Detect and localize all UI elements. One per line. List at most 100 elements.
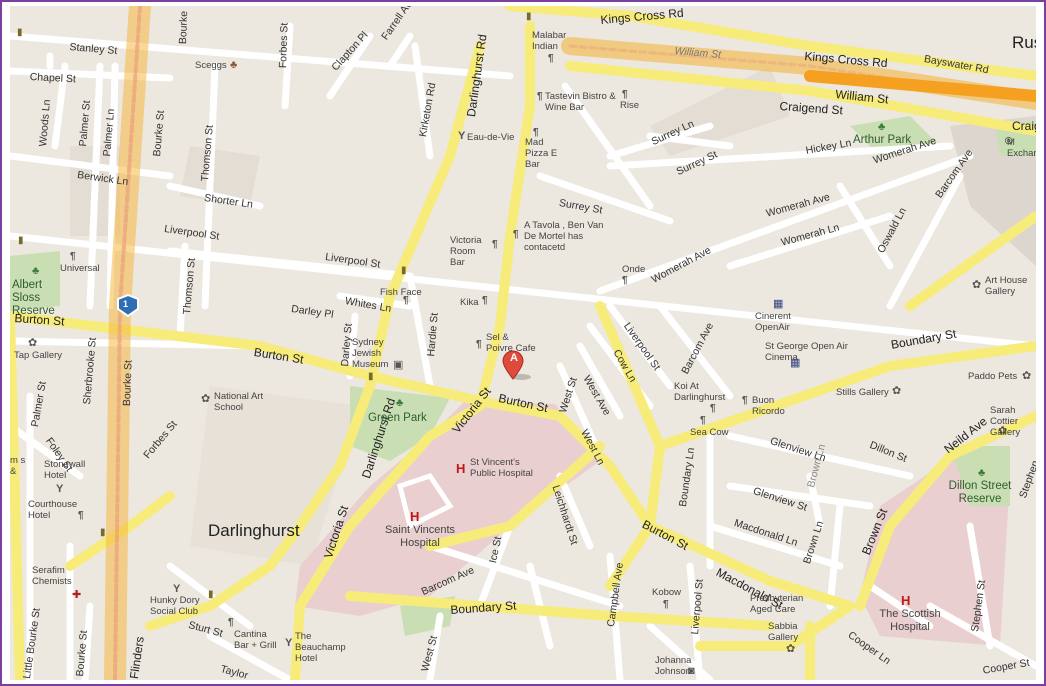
poi-serafim-chemists[interactable]: Serafim Chemists [32, 565, 72, 587]
poi-a-tavola[interactable]: A Tavola , Ben Van De Mortel has contace… [524, 220, 604, 253]
street-forbes-st: Forbes St [277, 22, 291, 69]
route-shield-label: 1 [123, 299, 129, 309]
street-craig: Craig [1012, 119, 1036, 133]
restaurant-icon: ¶ [700, 415, 706, 426]
hospital-icon: H [901, 593, 911, 608]
gallery-icon: ✿ [972, 279, 982, 291]
bar-icon: Y [173, 583, 181, 595]
poi-cinerent[interactable]: Cinerent OpenAir [755, 311, 791, 333]
traffic-light-icon: ▮ [17, 27, 23, 38]
poi-koi[interactable]: Koi At Darlinghurst [674, 381, 726, 403]
park-icon: ♣ [978, 467, 986, 479]
poi-hunky-dory[interactable]: Hunky Dory Social Club [150, 595, 200, 617]
poi-presbyterian-aged-care[interactable]: Presbyterian Aged Care [750, 593, 804, 615]
poi-universal[interactable]: Universal [60, 263, 100, 274]
restaurant-icon: ¶ [742, 395, 748, 406]
poi-sabbia-gallery[interactable]: Sabbia Gallery [768, 621, 799, 643]
shop-icon: ✿ [1022, 370, 1032, 382]
suburb-rus: Rus [1012, 33, 1036, 52]
restaurant-icon: ¶ [710, 403, 716, 414]
gallery-icon: ✿ [28, 337, 38, 349]
hospital-icon: H [410, 509, 420, 524]
restaurant-icon: ¶ [476, 339, 482, 350]
gallery-icon: ✿ [892, 385, 902, 397]
park-arthur-park[interactable]: Arthur Park [853, 134, 912, 146]
traffic-light-icon: ▮ [401, 265, 407, 276]
restaurant-icon: ¶ [78, 510, 84, 521]
traffic-light-icon: ▮ [208, 589, 214, 600]
park-icon: ♣ [878, 121, 886, 133]
gallery-icon: ✿ [786, 643, 796, 655]
park-albert-sloss[interactable]: Albert Sloss Reserve [12, 279, 55, 318]
location-marker [502, 350, 531, 380]
park-green-park[interactable]: Green Park [368, 412, 427, 424]
poi-st-vincents-public[interactable]: St Vincent's Public Hospital [470, 457, 533, 479]
poi-victoria-room-bar[interactable]: Victoria Room Bar [450, 235, 482, 268]
restaurant-icon: ¶ [533, 127, 539, 138]
map-canvas[interactable]: 1 A Kings Cross Rd Kings Cross Rd Willia… [10, 6, 1036, 680]
hospital-icon: H [456, 461, 466, 476]
poi-buon-ricordo[interactable]: Buon Ricordo [752, 395, 785, 417]
poi-saint-vincents-hospital[interactable]: Saint Vincents Hospital [384, 524, 456, 549]
park-dillon-street-reserve[interactable]: Dillon Street Reserve [948, 480, 1012, 506]
school-icon: ✿ [201, 393, 211, 405]
restaurant-icon: ¶ [537, 91, 543, 102]
poi-kobow[interactable]: Kobow [652, 587, 682, 598]
poi-onde[interactable]: Onde [622, 264, 646, 275]
poi-tap-gallery[interactable]: Tap Gallery [14, 350, 63, 361]
pharmacy-icon: ✚ [72, 589, 82, 601]
suburb-darlinghurst: Darlinghurst [208, 521, 300, 540]
park-icon: ♣ [32, 265, 40, 277]
bar-icon: Y [56, 483, 64, 495]
marker-letter: A [510, 352, 518, 364]
poi-courthouse-hotel[interactable]: Courthouse Hotel [28, 499, 78, 521]
poi-partial-m-s: m s & [10, 455, 26, 477]
poi-sel-poivre[interactable]: Sel & Poivre Cafe [486, 332, 536, 354]
poi-scottish-hospital[interactable]: The Scottish Hospital [879, 608, 941, 633]
street-bourke-st: Bourke St [121, 359, 135, 407]
poi-national-art-school[interactable]: National Art School [214, 391, 264, 413]
poi-kika[interactable]: Kika [460, 297, 479, 308]
poi-mad-pizza[interactable]: Mad Pizza E Bar [525, 137, 558, 170]
poi-cantina[interactable]: Cantina Bar + Grill [234, 629, 277, 651]
restaurant-icon: ¶ [228, 617, 234, 628]
poi-stonewall-hotel[interactable]: Stonewall Hotel [44, 459, 86, 481]
traffic-light-icon: ▮ [100, 527, 106, 538]
poi-tastevin[interactable]: Tastevin Bistro & Wine Bar [545, 91, 616, 113]
museum-icon: ▣ [393, 359, 404, 371]
restaurant-icon: ¶ [70, 251, 76, 262]
poi-m-exchan[interactable]: M Exchan [1007, 137, 1036, 159]
map-base-layer [10, 6, 1036, 680]
poi-johanna-johnson[interactable]: Johanna Johnson [655, 655, 692, 677]
bar-icon: Y [458, 130, 466, 142]
poi-paddo-pets[interactable]: Paddo Pets [968, 371, 1018, 382]
poi-art-house[interactable]: Art House Gallery [985, 275, 1028, 297]
poi-sarah-cottier[interactable]: Sarah Cottier Gallery [990, 405, 1021, 438]
poi-fish-face[interactable]: Fish Face [380, 287, 422, 298]
poi-rise[interactable]: Rise [620, 100, 640, 111]
landmark-icon: ⊚ [1004, 135, 1014, 147]
poi-st-george-cinema[interactable]: St George Open Air Cinema [765, 341, 848, 363]
restaurant-icon: ¶ [663, 599, 669, 610]
traffic-light-icon: ▮ [526, 11, 532, 22]
poi-malabar-indian[interactable]: Malabar Indian [532, 30, 567, 52]
gallery-icon: ✿ [998, 425, 1008, 437]
poi-sydney-jewish-museum[interactable]: Sydney Jewish Museum [352, 337, 389, 370]
street-bourke: Bourke [177, 10, 191, 45]
shop-icon: ◙ [688, 665, 695, 677]
street-chapel-st: Chapel St [29, 71, 77, 86]
poi-sceggs[interactable]: Sceggs [195, 60, 227, 71]
school-icon: ♣ [230, 59, 238, 71]
restaurant-icon: ¶ [622, 89, 628, 100]
restaurant-icon: ¶ [492, 239, 498, 250]
park-icon: ♣ [396, 397, 404, 409]
bar-icon: Y [285, 637, 293, 649]
poi-eau-de-vie[interactable]: Eau-de-Vie [467, 132, 515, 143]
cinema-icon: ▦ [773, 298, 784, 310]
poi-beauchamp-hotel[interactable]: The Beauchamp Hotel [295, 631, 346, 664]
restaurant-icon: ¶ [548, 53, 554, 64]
poi-stills-gallery[interactable]: Stills Gallery [836, 387, 889, 398]
poi-sea-cow[interactable]: Sea Cow [690, 427, 729, 438]
traffic-light-icon: ▮ [368, 371, 374, 382]
